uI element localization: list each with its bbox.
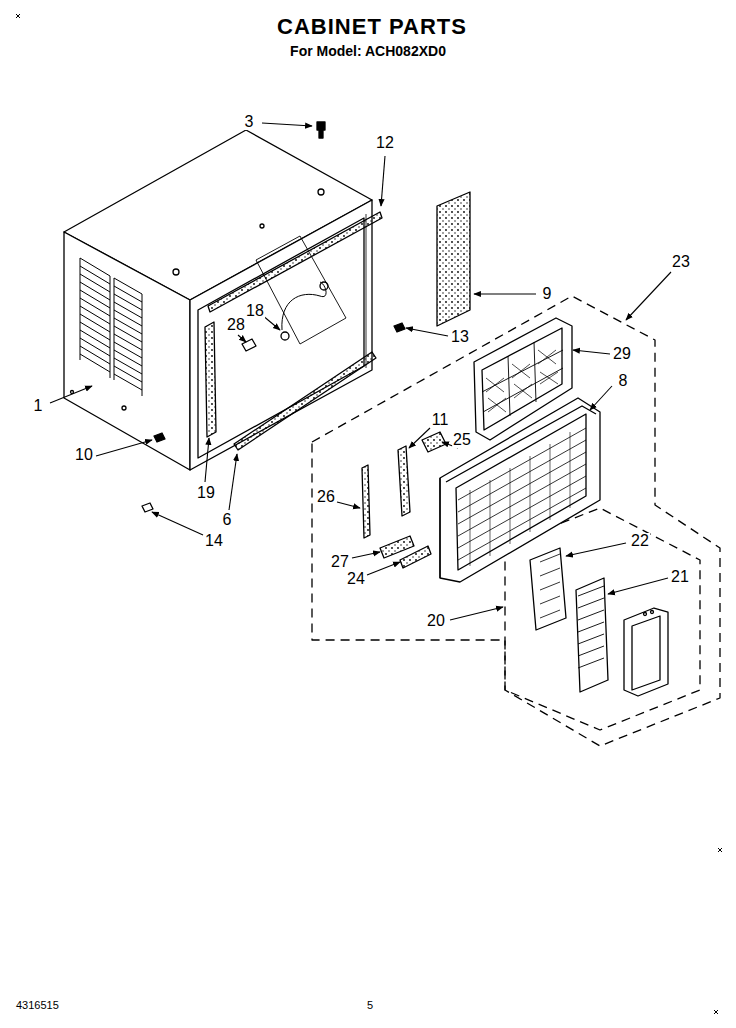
callout-number: 23 — [671, 254, 691, 270]
title: CABINET PARTS — [277, 16, 467, 38]
callout-number: 24 — [346, 571, 366, 587]
block-24 — [400, 546, 431, 568]
callout-number: 19 — [196, 485, 216, 501]
louver-assembly — [530, 548, 668, 696]
leader-lines — [50, 123, 671, 620]
callout-number: 10 — [74, 447, 94, 463]
callout-number: 21 — [670, 569, 690, 585]
footer-text: 4316515 — [16, 1000, 59, 1011]
callout-number: 26 — [316, 489, 336, 505]
subassembly-outline — [505, 508, 700, 730]
cabinet — [64, 122, 405, 512]
callout-number: 6 — [222, 512, 233, 528]
front-panel — [440, 398, 600, 582]
block-27 — [380, 536, 414, 558]
callout-number: 25 — [452, 432, 472, 448]
footer-text: 5 — [367, 1000, 373, 1011]
assembly-outline — [312, 296, 720, 746]
callout-number: 9 — [542, 286, 553, 302]
callout-number: 29 — [612, 346, 632, 362]
callout-number: 8 — [618, 373, 629, 389]
callout-number: 28 — [226, 317, 246, 333]
registration-marks — [16, 14, 722, 1014]
callout-number: 12 — [375, 135, 395, 151]
filter — [437, 192, 470, 326]
callout-number: 20 — [426, 613, 446, 629]
callout-number: 14 — [204, 533, 224, 549]
callout-number: 27 — [330, 554, 350, 570]
strip-11 — [398, 446, 410, 516]
callout-number: 11 — [431, 412, 450, 428]
model-subtitle: For Model: ACH082XD0 — [290, 44, 446, 58]
callout-number: 13 — [450, 329, 470, 345]
callout-number: 3 — [244, 114, 255, 130]
strip-26 — [362, 465, 370, 538]
callout-number: 22 — [630, 533, 650, 549]
callout-number: 1 — [33, 398, 44, 414]
callout-number: 18 — [245, 303, 265, 319]
